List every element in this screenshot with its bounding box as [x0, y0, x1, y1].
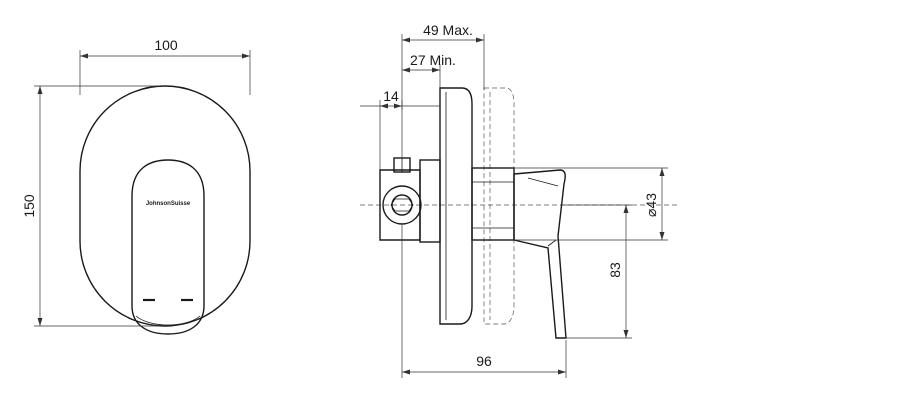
min-depth-arrow-left — [402, 67, 410, 73]
side-inlet-port-outer — [382, 185, 422, 225]
diameter-arrow-bottom — [659, 232, 665, 240]
height83-arrow-top — [623, 205, 629, 213]
min-depth-label: 27 Min. — [410, 52, 456, 68]
max-depth-label: 49 Max. — [423, 22, 473, 38]
side-valve-stem — [471, 167, 515, 241]
side-handle-lever — [513, 169, 567, 339]
offset-arrow-left — [380, 103, 388, 109]
length-arrow-right — [558, 369, 566, 375]
offset-dimension-label: 14 — [383, 88, 399, 104]
width-dimension-label: 100 — [154, 37, 178, 53]
side-wall-plate — [439, 87, 473, 325]
side-inlet-hex — [390, 198, 414, 212]
front-lever-outline — [131, 159, 205, 335]
offset-arrow-right — [394, 103, 402, 109]
width-arrow-right — [242, 53, 250, 59]
height-arrow-bottom — [37, 318, 43, 326]
diameter-arrow-top — [659, 168, 665, 176]
length-dimension-label: 96 — [476, 353, 492, 369]
side-valve-body — [419, 159, 441, 243]
front-plate-outline — [79, 85, 251, 327]
diameter-dimension-label: ⌀43 — [643, 193, 659, 217]
max-depth-arrow-right — [476, 37, 484, 43]
width-arrow-left — [80, 53, 88, 59]
front-lever-lip — [135, 315, 201, 326]
side-inlet-fitting — [379, 169, 421, 241]
height83-dimension-label: 83 — [607, 262, 623, 278]
max-depth-arrow-left — [402, 37, 410, 43]
height-dimension-label: 150 — [21, 194, 37, 218]
side-view: 49 Max. 27 Min. 14 ⌀43 83 96 — [360, 22, 680, 378]
height83-arrow-bottom — [623, 330, 629, 338]
side-inlet-port-inner — [391, 194, 413, 216]
height-arrow-top — [37, 86, 43, 94]
front-view: JohnsonSuisse 100 150 — [21, 37, 251, 335]
brand-logo-text: JohnsonSuisse — [146, 201, 191, 207]
length-arrow-left — [402, 369, 410, 375]
side-handle-detail-2 — [547, 239, 557, 247]
min-depth-arrow-right — [432, 67, 440, 73]
side-rough-in-outline — [483, 87, 515, 325]
side-handle-detail — [527, 177, 559, 187]
